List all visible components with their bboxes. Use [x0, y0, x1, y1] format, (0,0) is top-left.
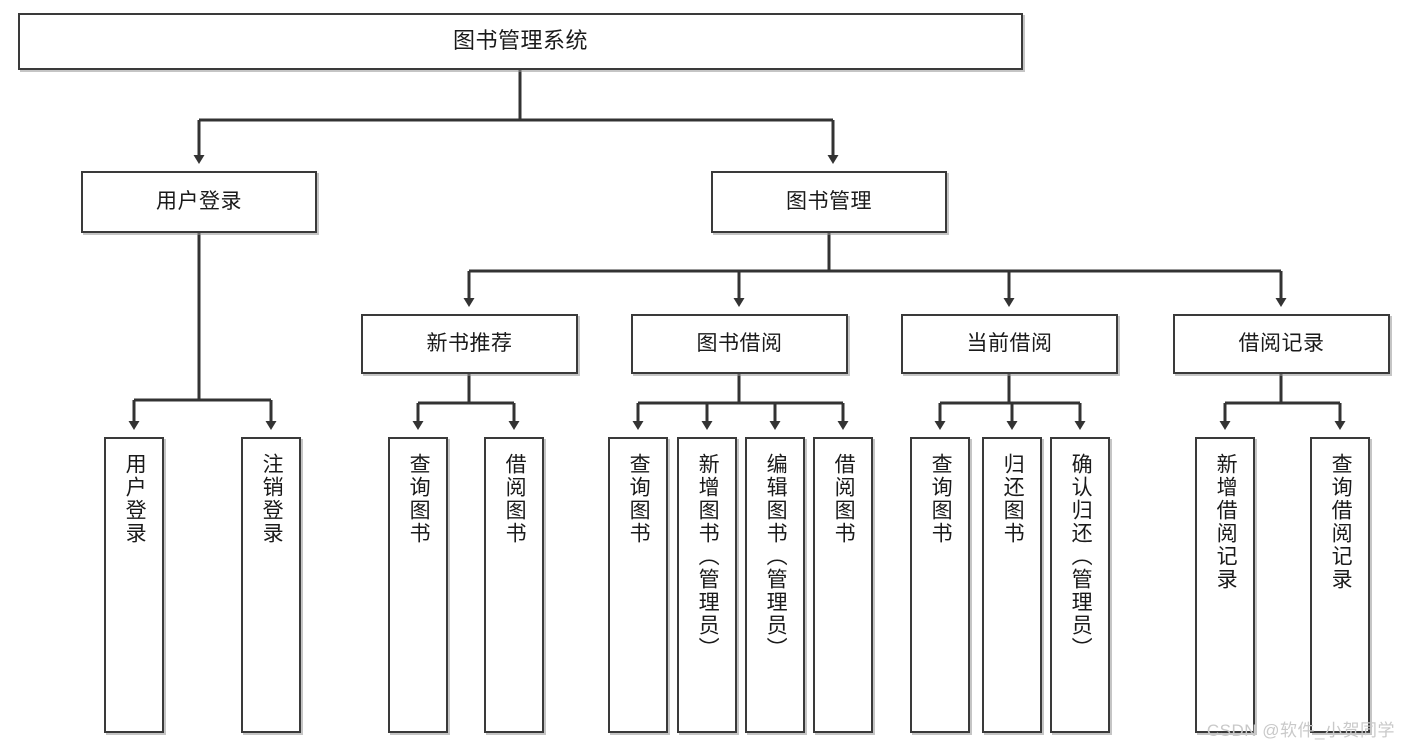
node-leaf-rec-search[interactable]: 查询借阅记录 [1310, 437, 1370, 733]
node-leaf-borrow-lend[interactable]: 借阅图书 [813, 437, 873, 733]
node-leaf-user-logout-label: 注销登录 [260, 453, 284, 545]
node-book-manage[interactable]: 图书管理 [711, 171, 947, 233]
node-leaf-borrow-query-label: 查询图书 [627, 453, 651, 545]
node-leaf-user-login[interactable]: 用户登录 [104, 437, 164, 733]
node-new-book-rec-label: 新书推荐 [426, 332, 513, 356]
node-user-login[interactable]: 用户登录 [81, 171, 317, 233]
node-leaf-borrow-add[interactable]: 新增图书（管理员） [677, 437, 737, 733]
node-book-borrow-label: 图书借阅 [696, 332, 783, 356]
node-book-borrow[interactable]: 图书借阅 [631, 314, 848, 374]
node-leaf-rec-add[interactable]: 新增借阅记录 [1195, 437, 1255, 733]
node-leaf-borrow-edit-label: 编辑图书（管理员） [764, 453, 788, 660]
node-leaf-user-logout[interactable]: 注销登录 [241, 437, 301, 733]
node-leaf-rec-search-label: 查询借阅记录 [1329, 453, 1353, 591]
node-leaf-user-login-label: 用户登录 [123, 453, 147, 545]
node-root-label: 图书管理系统 [452, 28, 588, 54]
node-current-borrow[interactable]: 当前借阅 [901, 314, 1118, 374]
node-leaf-cur-query[interactable]: 查询图书 [910, 437, 970, 733]
node-leaf-rec-borrow-label: 借阅图书 [503, 453, 527, 545]
node-leaf-cur-confirm-label: 确认归还（管理员） [1069, 453, 1093, 660]
node-leaf-cur-confirm[interactable]: 确认归还（管理员） [1050, 437, 1110, 733]
node-root[interactable]: 图书管理系统 [18, 13, 1023, 70]
node-leaf-cur-query-label: 查询图书 [929, 453, 953, 545]
node-leaf-cur-return-label: 归还图书 [1001, 453, 1025, 545]
node-borrow-record-label: 借阅记录 [1238, 332, 1325, 356]
node-current-borrow-label: 当前借阅 [966, 332, 1053, 356]
node-leaf-borrow-add-label: 新增图书（管理员） [696, 453, 720, 660]
node-leaf-cur-return[interactable]: 归还图书 [982, 437, 1042, 733]
node-leaf-rec-borrow[interactable]: 借阅图书 [484, 437, 544, 733]
node-leaf-borrow-lend-label: 借阅图书 [832, 453, 856, 545]
node-borrow-record[interactable]: 借阅记录 [1173, 314, 1390, 374]
node-book-manage-label: 图书管理 [786, 190, 872, 214]
node-leaf-rec-query[interactable]: 查询图书 [388, 437, 448, 733]
node-new-book-rec[interactable]: 新书推荐 [361, 314, 578, 374]
node-user-login-label: 用户登录 [156, 190, 242, 214]
node-leaf-borrow-query[interactable]: 查询图书 [608, 437, 668, 733]
node-leaf-rec-add-label: 新增借阅记录 [1214, 453, 1238, 591]
node-leaf-borrow-edit[interactable]: 编辑图书（管理员） [745, 437, 805, 733]
node-leaf-rec-query-label: 查询图书 [407, 453, 431, 545]
csdn-watermark: CSDN @软件_小贺同学 [1206, 721, 1395, 740]
